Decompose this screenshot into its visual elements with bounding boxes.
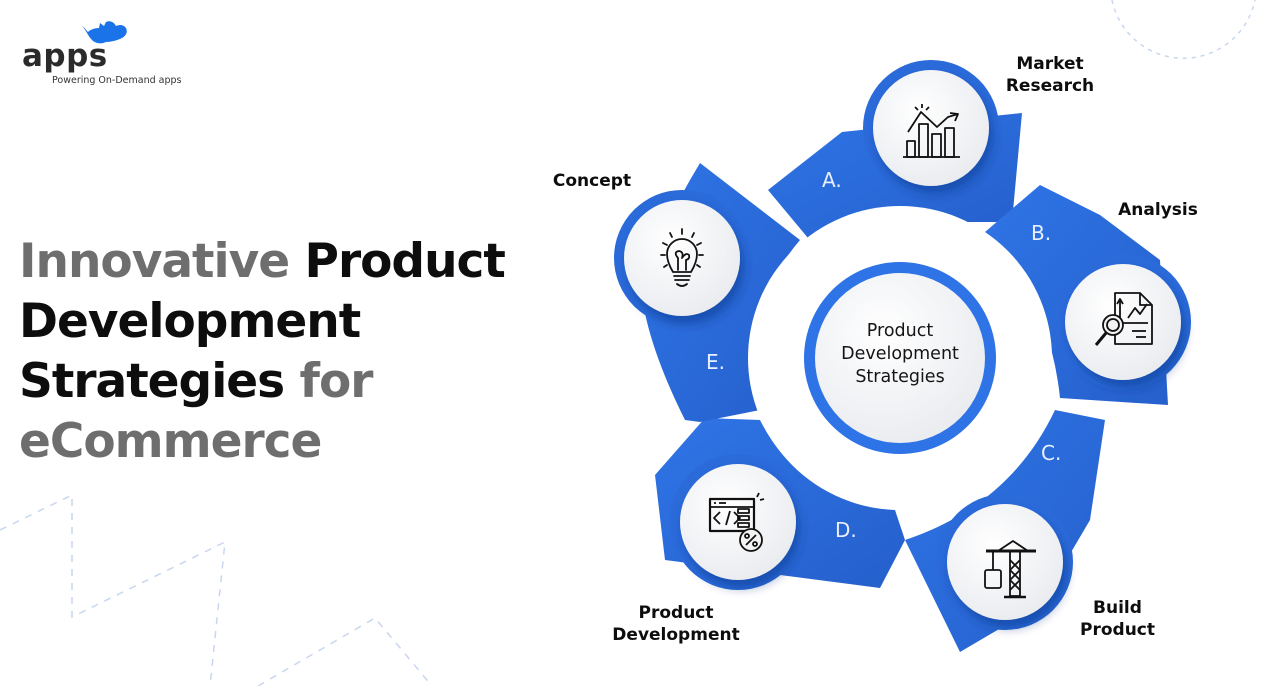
title-line: Market	[1016, 54, 1084, 74]
step-disc-c	[937, 494, 1073, 630]
step-letter-c: C.	[1041, 441, 1062, 465]
logo-wordmark: apps	[22, 38, 108, 74]
lightbulb-idea-icon	[660, 228, 704, 287]
rhino-icon	[82, 21, 127, 44]
title-for: for	[299, 354, 374, 409]
step-letter-d: D.	[835, 518, 857, 542]
step-disc-d	[670, 454, 806, 590]
bar-chart-growth-icon	[903, 104, 960, 158]
center-label: Product Development Strategies	[820, 320, 980, 389]
title-line: Concept	[552, 171, 632, 191]
title-line: Build	[1093, 598, 1142, 618]
step-letter-a: A.	[822, 168, 842, 192]
document-magnifier-icon	[1094, 292, 1153, 346]
title-line: Development	[612, 625, 740, 645]
step-title-market-research: Market Research	[1000, 53, 1100, 97]
title-line: Analysis	[1118, 200, 1198, 220]
center-line-3: Strategies	[855, 367, 945, 387]
title-ecommerce: eCommerce	[19, 414, 322, 469]
logo-tagline: Powering On-Demand apps	[52, 75, 182, 86]
step-title-concept: Concept	[546, 170, 638, 192]
title-line: Research	[1005, 76, 1095, 96]
center-line-2: Development	[841, 344, 959, 364]
title-innovative: Innovative	[19, 234, 305, 289]
center-line-1: Product	[866, 321, 934, 341]
step-letter-e: E.	[706, 350, 725, 374]
step-letter-b: B.	[1031, 221, 1052, 245]
title-product: Product	[304, 234, 506, 289]
step-title-build-product: Build Product	[1070, 597, 1165, 641]
title-line: Product	[1080, 620, 1155, 640]
step-title-product-development: Product Development	[606, 602, 746, 646]
title-development: Development	[19, 294, 361, 349]
step-title-analysis: Analysis	[1108, 199, 1208, 221]
code-window-percent-icon	[708, 492, 765, 552]
step-disc-a	[863, 60, 999, 196]
brand-logo: apps Powering On-Demand apps	[20, 18, 190, 93]
title-strategies: Strategies	[19, 354, 300, 409]
title-line: Product	[638, 603, 714, 623]
construction-crane-icon	[984, 540, 1036, 599]
page-title: Innovative Product Development Strategie…	[19, 232, 506, 472]
